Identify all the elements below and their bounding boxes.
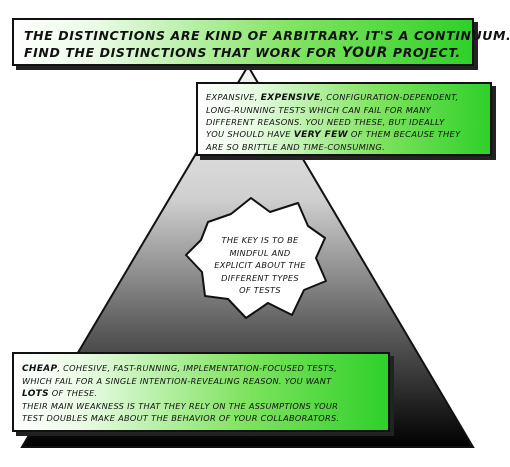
expensive-note-line-1-start: Expansive, [206, 92, 261, 102]
expensive-note-line-4-start: you should have [206, 129, 294, 139]
key-message-line-5: of tests [239, 285, 281, 295]
very-few-emphasis: very few [293, 130, 348, 140]
lots-emphasis: lots [22, 389, 49, 399]
expensive-note-line-3: different reasons. You need these, but i… [206, 117, 445, 127]
expensive-note-line-4-end: of them because they [347, 129, 461, 139]
key-message: The key is to be mindful and explicit ab… [202, 234, 318, 297]
key-message-line-2: mindful and [229, 247, 291, 258]
continuum-note: The distinctions are kind of arbitrary. … [12, 18, 510, 66]
cheap-note-line-2: which fail for a single intention-reveal… [22, 376, 332, 386]
expensive-note-line-1-end: , configuration-dependent, [320, 92, 459, 102]
expensive-note-line-2: long-running tests which can fail for ma… [206, 105, 432, 115]
expensive-tests-note: Expansive, expensive, configuration-depe… [196, 82, 492, 156]
continuum-note-line-1: The distinctions are kind of arbitrary. … [24, 28, 510, 43]
cheap-note-line-1: Cheap, cohesive, fast-running, implement… [22, 362, 382, 375]
cheap-note-line-3-end: of these. [48, 388, 98, 398]
continuum-note-line-2: Find the distinctions that work for your… [24, 44, 472, 62]
expensive-emphasis: expensive [260, 93, 321, 103]
your-emphasis: your [341, 45, 388, 61]
cheap-note-line-1-end: , cohesive, fast-running, implementation… [57, 363, 337, 373]
key-message-line-1: The key is to be [221, 235, 299, 245]
key-message-line-4: different types [221, 272, 299, 283]
cheap-emphasis: Cheap [22, 364, 58, 374]
expensive-note-line-4: you should have very few of them because… [206, 128, 484, 141]
key-message-line-3: explicit about the [214, 260, 306, 270]
continuum-note-line-2-end: project. [387, 45, 461, 60]
expensive-note-line-1: Expansive, expensive, configuration-depe… [206, 91, 484, 104]
cheap-note-line-3: lots of these. [22, 387, 382, 400]
starburst-shape [185, 197, 327, 319]
cheap-note-line-4: Their main weakness is that they rely on… [22, 401, 339, 411]
continuum-note-line-2-start: Find the distinctions that work for [24, 45, 342, 60]
cheap-tests-note: Cheap, cohesive, fast-running, implement… [12, 352, 390, 432]
expensive-note-line-5: are so brittle and time-consuming. [206, 142, 386, 152]
cheap-note-line-5: test doubles make about the behavior of … [22, 413, 340, 423]
